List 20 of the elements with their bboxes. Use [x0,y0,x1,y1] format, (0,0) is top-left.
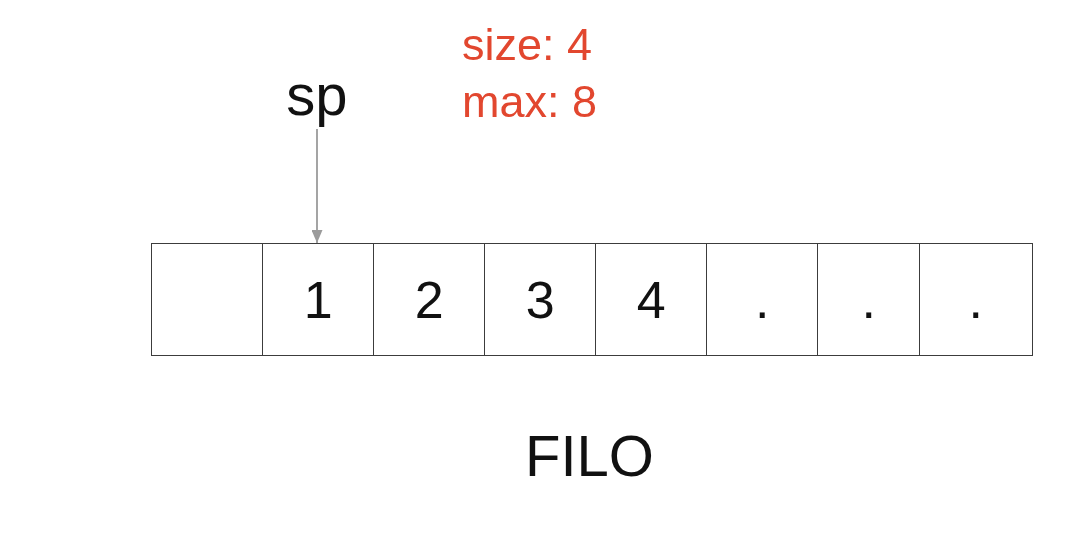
cell-value: 2 [414,273,444,326]
array-cell [484,243,597,356]
stat-text: size: 4 [462,22,593,67]
pointer-label: sp [282,63,352,127]
array-cell [151,243,264,356]
cell-value: 1 [303,273,333,326]
array-cell [262,243,375,356]
cell-value: 4 [636,273,666,326]
pointer-arrow [311,128,323,244]
array-cell [706,243,819,356]
cell-value: . [861,273,876,326]
cell-value: . [968,273,983,326]
cell-value: . [755,273,770,326]
stack-type-label: FILO [525,427,654,485]
array-cell [919,243,1033,356]
stat-text: max: 8 [462,79,598,124]
array-cell [595,243,708,356]
cell-value: 3 [525,273,555,326]
array-cell [817,243,921,356]
array-cell [373,243,486,356]
